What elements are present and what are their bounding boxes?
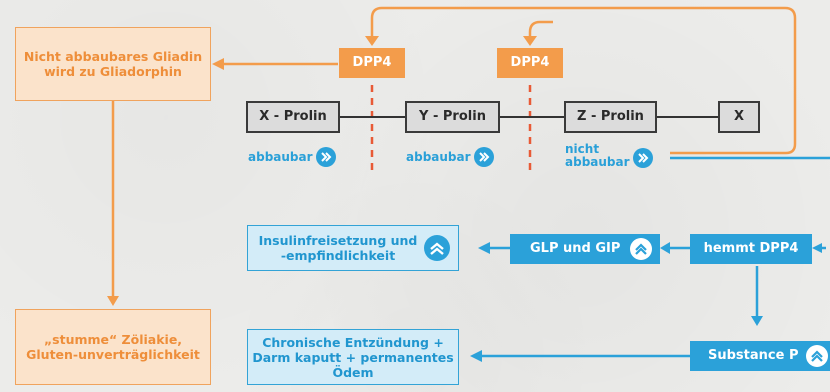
abbaubar-text-1: abbaubar — [248, 150, 313, 164]
insulin-box: Insulinfreisetzung und -empfindlichkeit — [247, 225, 459, 271]
double-chevron-up-icon — [630, 238, 652, 260]
substance-p-text: Substance P — [708, 348, 799, 364]
double-chevron-right-icon — [632, 148, 653, 169]
gliadorphin-box: Nicht abbaubares Gliadin wird zu Gliador… — [15, 27, 211, 101]
nicht-text: nicht — [565, 142, 600, 156]
arrow-head-insulin — [478, 242, 490, 254]
nicht-abbaubar-label: nicht abbaubar — [565, 143, 653, 169]
y-prolin-box: Y - Prolin — [405, 101, 500, 133]
dpp4-box-left: DPP4 — [339, 48, 405, 78]
x-prolin-box: X - Prolin — [246, 101, 340, 133]
abbaubar-text-3: abbaubar — [565, 154, 630, 169]
arrow-head-dpp4-left — [365, 36, 379, 46]
nicht-abbaubar-text: nicht abbaubar — [565, 143, 630, 168]
arrow-head-chronic — [470, 350, 482, 362]
dpp4-box-right: DPP4 — [497, 48, 563, 78]
double-chevron-right-icon — [473, 147, 494, 167]
insulin-text: Insulinfreisetzung und -empfindlichkeit — [258, 233, 418, 263]
hemmt-dpp4-box: hemmt DPP4 — [690, 234, 812, 264]
feedback-loop-outer — [370, 6, 797, 155]
double-chevron-up-icon — [424, 235, 450, 261]
double-chevron-up-icon — [806, 345, 828, 367]
chronic-inflammation-box: Chronische Entzündung + Darm kaputt + pe… — [247, 329, 459, 385]
zoeliakie-box: „stumme“ Zöliakie, Gluten-unverträglichk… — [15, 309, 211, 385]
glp-gip-text: GLP und GIP — [530, 241, 621, 257]
arrow-head-gliadin — [212, 58, 224, 70]
abbaubar-label-2: abbaubar — [406, 147, 494, 167]
abbaubar-text-2: abbaubar — [406, 150, 471, 164]
double-chevron-right-icon — [315, 147, 336, 167]
arrow-head-zoeliakie — [107, 296, 119, 306]
arrow-head-dpp4-right — [523, 36, 537, 46]
z-prolin-box: Z - Prolin — [564, 101, 657, 133]
x-box: X — [718, 101, 760, 133]
arrow-head-substance — [751, 316, 763, 326]
abbaubar-label-1: abbaubar — [248, 147, 336, 167]
arrow-head-glp — [660, 242, 670, 254]
arrow-head-hemmt — [812, 243, 822, 253]
feedback-loop-inner — [528, 20, 553, 40]
